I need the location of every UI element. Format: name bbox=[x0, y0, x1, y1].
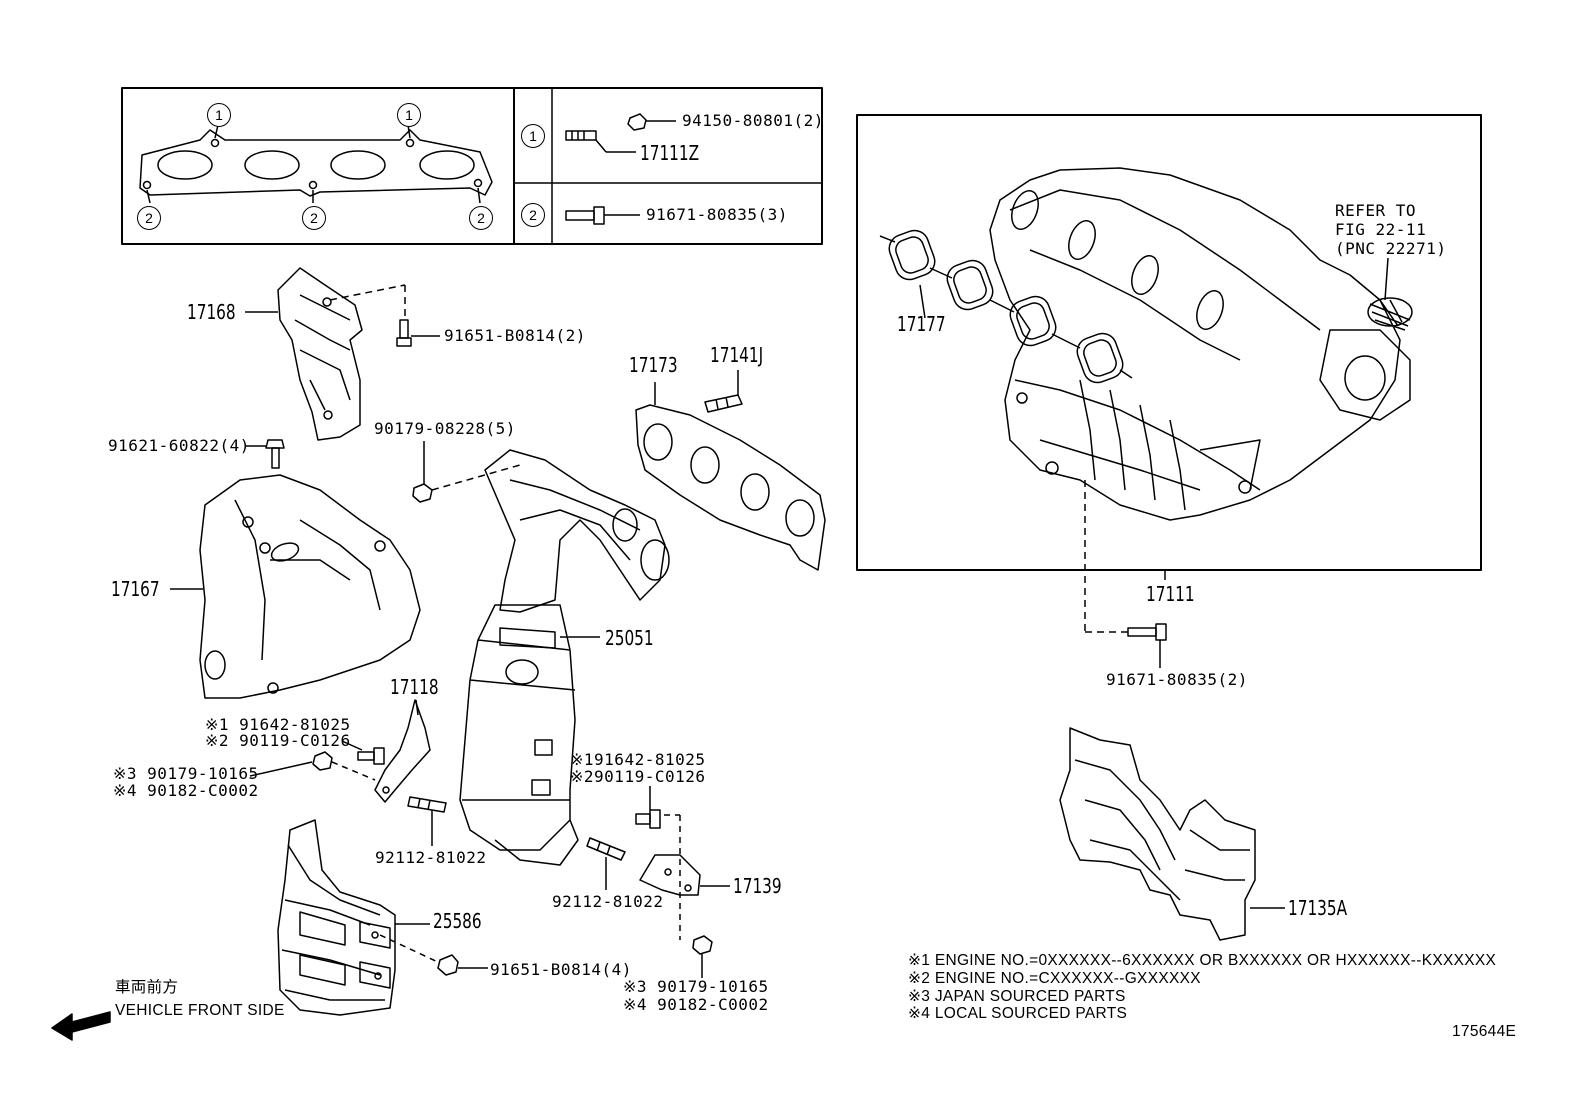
part-17118[interactable]: 17118 bbox=[390, 675, 439, 699]
refer-note-line1: REFER TO bbox=[1335, 201, 1417, 220]
exhaust-gasket-outline bbox=[139, 129, 493, 197]
part-17177[interactable]: 17177 bbox=[897, 312, 946, 336]
part-17173[interactable]: 17173 bbox=[629, 353, 678, 377]
legend-table-frame bbox=[121, 87, 823, 245]
part-91651-b0814-4[interactable]: 91651-B0814(4) bbox=[490, 960, 632, 979]
part-17111Z[interactable]: 17111Z bbox=[640, 141, 700, 165]
catalytic-converter bbox=[459, 604, 576, 851]
part-17139[interactable]: 17139 bbox=[733, 874, 782, 898]
heat-insulator-17167 bbox=[199, 474, 421, 699]
intake-manifold bbox=[989, 167, 1401, 521]
vehicle-front-arrow bbox=[51, 1011, 111, 1041]
front-side-en: VEHICLE FRONT SIDE bbox=[115, 1002, 285, 1019]
exhaust-gasket-17173 bbox=[635, 404, 826, 571]
figure-id: 175644E bbox=[1452, 1023, 1517, 1040]
part-92112-81022-right[interactable]: 92112-81022 bbox=[552, 892, 664, 911]
part-91651-b0814-2[interactable]: 91651-B0814(2) bbox=[444, 326, 586, 345]
part-25586[interactable]: 25586 bbox=[433, 909, 482, 933]
note-2: ※2 ENGINE NO.=CXXXXXX--GXXXXXX bbox=[908, 970, 1201, 987]
part-91642-81025-left[interactable]: ※1 91642-81025 bbox=[205, 715, 351, 734]
part-17167[interactable]: 17167 bbox=[111, 577, 160, 601]
part-91671-80835-2[interactable]: 91671-80835(2) bbox=[1106, 670, 1248, 689]
part-17111[interactable]: 17111 bbox=[1146, 582, 1195, 606]
part-90179-10165-right[interactable]: ※3 90179-10165 bbox=[623, 977, 769, 996]
part-17141J[interactable]: 17141J bbox=[710, 343, 764, 367]
part-17135A[interactable]: 17135A bbox=[1288, 896, 1348, 920]
part-91621-60822[interactable]: 91621-60822(4) bbox=[108, 436, 250, 455]
part-90182-c0002-right[interactable]: ※4 90182-C0002 bbox=[623, 995, 769, 1014]
part-94150-80801[interactable]: 94150-80801(2) bbox=[682, 111, 824, 130]
exhaust-manifold bbox=[484, 449, 666, 613]
legend-row2-mark: 2 bbox=[521, 203, 545, 227]
part-90179-08228[interactable]: 90179-08228(5) bbox=[374, 419, 516, 438]
heat-insulator-17168 bbox=[277, 267, 363, 441]
legend-row1-mark: 1 bbox=[521, 124, 545, 148]
front-side-jp: 車両前方 bbox=[115, 979, 179, 996]
mark-2-b: 2 bbox=[302, 206, 326, 230]
insulator-17135A bbox=[1059, 727, 1256, 941]
bracket-17118 bbox=[374, 699, 431, 803]
part-90119-c0126-right[interactable]: ※290119-C0126 bbox=[570, 767, 706, 786]
bracket-17139 bbox=[639, 854, 701, 896]
part-91642-81025-right[interactable]: ※191642-81025 bbox=[570, 750, 706, 769]
mark-2-c: 2 bbox=[469, 206, 493, 230]
refer-note-line2: FIG 22-11 bbox=[1335, 220, 1427, 239]
note-4: ※4 LOCAL SOURCED PARTS bbox=[908, 1005, 1128, 1022]
mark-2-a: 2 bbox=[137, 206, 161, 230]
part-25051[interactable]: 25051 bbox=[605, 626, 654, 650]
heat-insulator-25586 bbox=[277, 819, 396, 1016]
refer-note-line3: (PNC 22271) bbox=[1335, 239, 1447, 258]
note-3: ※3 JAPAN SOURCED PARTS bbox=[908, 988, 1126, 1005]
part-17168[interactable]: 17168 bbox=[187, 300, 236, 324]
note-1: ※1 ENGINE NO.=0XXXXXX--6XXXXXX OR BXXXXX… bbox=[908, 952, 1497, 969]
part-92112-81022-left[interactable]: 92112-81022 bbox=[375, 848, 487, 867]
part-90179-10165-left[interactable]: ※3 90179-10165 bbox=[113, 764, 259, 783]
intake-box-frame bbox=[856, 114, 1482, 571]
mark-1-b: 1 bbox=[397, 103, 421, 127]
part-90119-c0126-left[interactable]: ※2 90119-C0126 bbox=[205, 731, 351, 750]
mark-1-a: 1 bbox=[207, 103, 231, 127]
part-90182-c0002-left[interactable]: ※4 90182-C0002 bbox=[113, 781, 259, 800]
part-91671-80835-3[interactable]: 91671-80835(3) bbox=[646, 205, 788, 224]
